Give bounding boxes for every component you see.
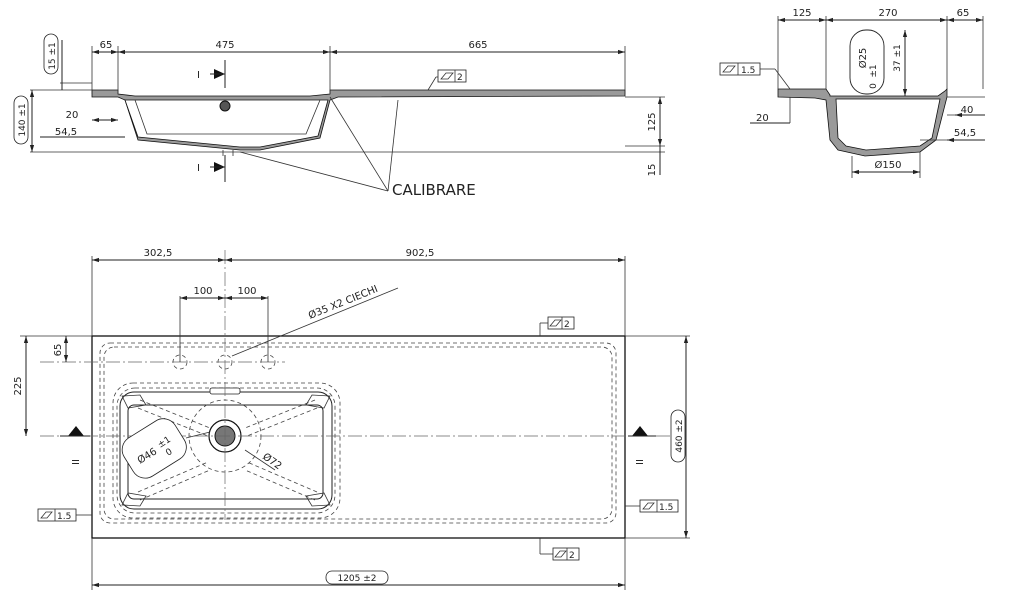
front-ext-lines-side [30,82,665,153]
front-section-view: 65 475 665 15 ±1 140 ±1 20 54,5 125 15 I [13,33,665,199]
plan-outline [91,335,626,539]
dim-25-tol: ±1 [869,64,879,77]
plan-section-right-label: II [635,459,646,465]
front-drain-hole [219,100,231,112]
plan-flatness-left-value: 1.5 [57,512,71,522]
dim-65-side: 65 [957,8,970,19]
dim-54-5-side: 54,5 [954,128,976,139]
dim-125-side: 125 [792,8,811,19]
dim-15-bottom: 15 [647,164,658,177]
dim-40: 40 [961,105,974,116]
dim-65-plan: 65 [53,344,64,357]
dim-125-front: 125 [647,112,658,131]
dim-460-bubble [670,409,686,463]
dim-460: 460 ±2 [675,419,685,452]
dim-20-front: 20 [66,110,79,121]
dim-46-tol2: 0 [164,447,174,459]
dim-20-side: 20 [756,113,769,124]
plan-section-mark-right: II [628,426,656,465]
dim-225: 225 [13,376,24,395]
side-section-view: Ø25 ±1 0 125 270 65 37 ±1 40 54,5 20 Ø15… [719,8,985,178]
calibrare-callout: CALIBRARE [239,96,476,199]
dim-665: 665 [468,40,487,51]
side-faucet-slot [849,29,885,95]
basin-slope-lines [137,399,318,501]
section-mark-top: I [197,60,226,88]
dim-302-5: 302,5 [144,248,173,259]
dim-1205: 1205 ±2 [337,574,376,584]
basin-outer-hidden [112,382,341,519]
front-basin-inner-line [134,99,321,135]
section-mark-top-label: I [197,70,200,81]
dim-140-bubble [13,95,29,145]
front-flatness-callout: 2 [427,69,467,91]
front-flatness-value: 2 [457,73,463,83]
plan-flatness-top-value: 2 [564,320,570,330]
dim-37: 37 ±1 [893,44,903,72]
dim-100-left: 100 [193,286,212,297]
side-ext-lines-top [777,16,984,89]
plan-section-mark-left: II [60,426,90,465]
front-drain-stub [222,150,234,156]
dim-46-bubble [121,418,187,479]
dim-150: Ø150 [875,159,902,171]
plan-flatness-right: 1.5 [625,499,679,513]
front-basin-interior [124,99,329,148]
plan-flatness-left: 1.5 [37,508,92,522]
plan-flatness-top: 2 [539,316,575,336]
calibrare-label: CALIBRARE [392,181,476,199]
dim-475: 475 [215,40,234,51]
side-flatness-callout: 1.5 [719,62,791,90]
side-basin-interior [835,98,941,151]
section-mark-bottom-label: I [197,163,200,174]
plan-flatness-bottom-value: 2 [569,551,575,561]
plan-view: 302,5 902,5 100 100 Ø35 X2 CIECHI 65 225… [13,248,690,590]
front-ext-lines-top [91,46,626,94]
basin-corner-marks [121,394,331,507]
dim-902-5: 902,5 [406,248,435,259]
dim-54-5-front: 54,5 [55,127,77,138]
dim-140: 140 ±1 [18,103,28,136]
dim-270: 270 [878,8,897,19]
holes-note: Ø35 X2 CIECHI [307,283,380,322]
plan-flatness-right-value: 1.5 [659,503,673,513]
dim-100-right: 100 [237,286,256,297]
dim-65-front: 65 [100,40,113,51]
plan-ext-lines [91,256,626,590]
plan-flatness-bottom: 2 [539,538,580,561]
side-flatness-value: 1.5 [741,66,755,76]
section-mark-bottom: I [197,155,226,182]
plan-section-left-label: II [71,459,82,465]
dim-25: Ø25 [857,48,869,69]
dim-15-bubble [43,33,59,75]
dim-1205-bubble [325,570,389,585]
dim-25-tol2: 0 [869,83,879,89]
holes-leader [231,287,399,357]
plan-hidden-edge [99,342,617,524]
plan-ext-lines-side [20,335,690,539]
dim-15: 15 ±1 [48,42,58,70]
